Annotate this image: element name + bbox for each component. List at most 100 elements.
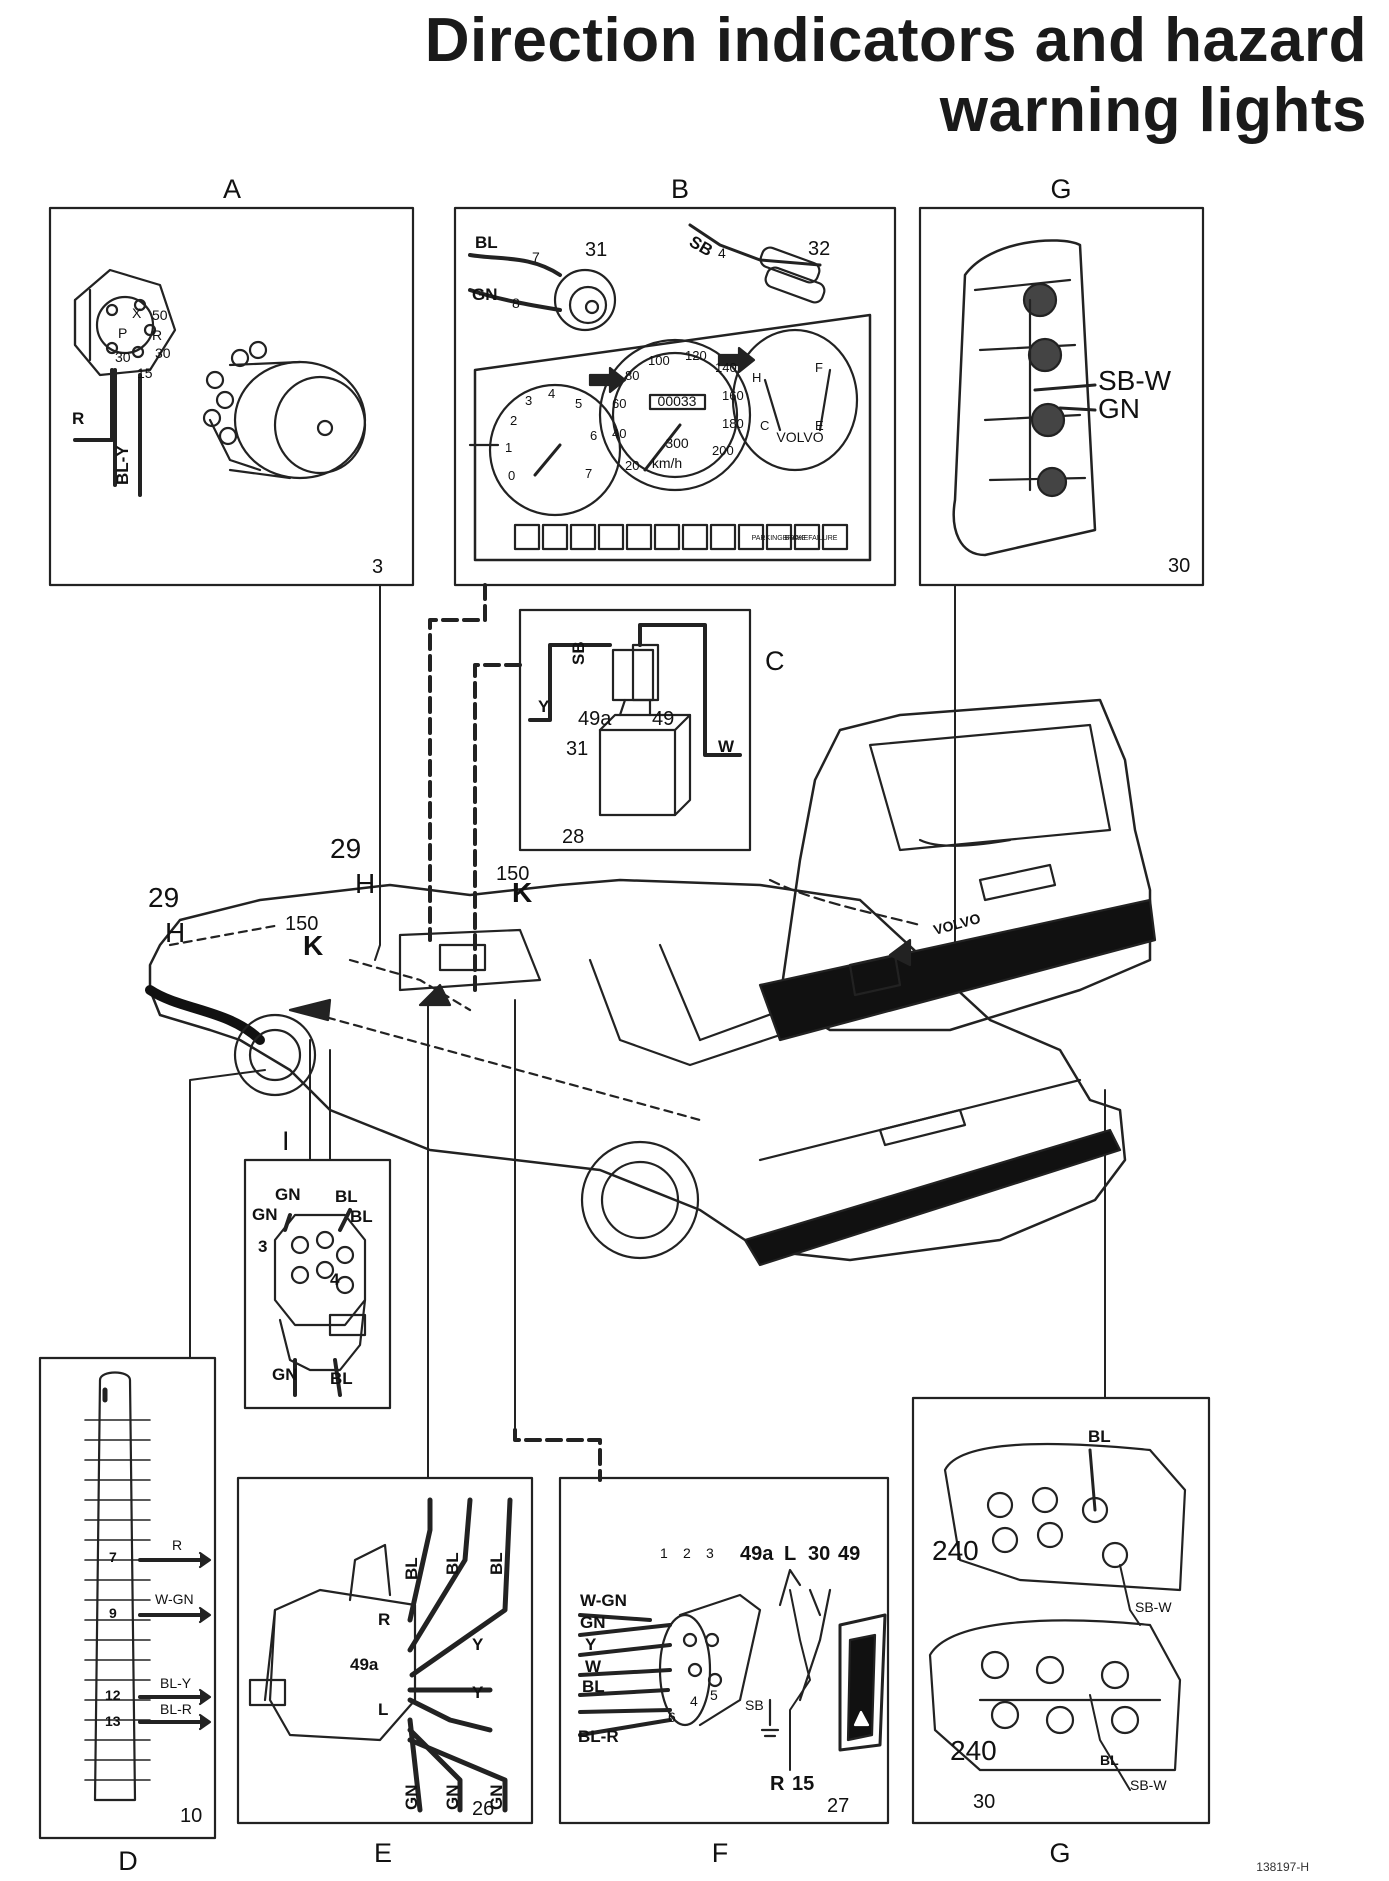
gauge-h: H (752, 370, 761, 385)
arrow-marker-icon (288, 998, 332, 1022)
terminal-7: 7 (532, 249, 540, 265)
panel-f-frame (558, 1476, 890, 1825)
cluster-brand: VOLVO (776, 429, 823, 445)
panel-letter-g-top: G (1050, 174, 1071, 204)
wire-label-gn: GN (272, 1365, 298, 1384)
callout-150: 150 (496, 863, 529, 885)
tail-lamp-240b-icon (928, 1619, 1182, 1791)
panel-number-d: 10 (180, 1805, 202, 1827)
speed-tick: 120 (685, 348, 707, 363)
terminal-30b: 30 (155, 345, 171, 361)
panel-number-g-bottom: 30 (973, 1791, 995, 1813)
connector-31-icon (468, 253, 617, 332)
wire-label-gn: GN (443, 1785, 462, 1811)
wagon-brand: VOLVO (932, 910, 983, 938)
terminal-49: 49 (838, 1543, 860, 1565)
terminal-30: 30 (115, 349, 131, 365)
wire-label-sb: SB (745, 1697, 764, 1713)
wire-label-sb: SB (569, 641, 588, 665)
terminal-30: 30 (808, 1543, 830, 1565)
fuse-12: 12 (105, 1687, 121, 1703)
wire-label-gn: GN (1098, 393, 1140, 424)
panel-g-bottom-frame (911, 1396, 1211, 1825)
wire-label-bl: BL (330, 1369, 353, 1388)
trip-meter: 300 (665, 435, 689, 451)
panel-b (453, 206, 897, 587)
panel-letter-e: E (374, 1838, 392, 1868)
wire-label-bl: BL (582, 1677, 605, 1696)
terminal-l: L (378, 1700, 388, 1719)
wire-label-gn: GN (402, 1785, 421, 1811)
wire-label-y: Y (472, 1683, 484, 1702)
switch-pos-p: P (118, 325, 127, 341)
pin-1: 1 (660, 1545, 668, 1561)
wire-label-gn: GN (487, 1785, 506, 1811)
callout-h-b: H (165, 917, 185, 948)
wire-label-bl: BL (402, 1557, 421, 1580)
panel-c (518, 608, 752, 852)
pin-4: 4 (330, 1270, 340, 1289)
panel-letter-i: I (282, 1126, 290, 1156)
terminal-r: R (770, 1773, 785, 1795)
panel-letter-d: D (118, 1846, 138, 1876)
panel-letter-c: C (765, 646, 785, 676)
panel-letter-a: A (223, 174, 241, 204)
flasher-relay-icon (528, 623, 742, 817)
gauge-f: F (815, 360, 823, 375)
wire-label-gn: GN (472, 285, 498, 304)
wire-label-bl-r: BL-R (578, 1727, 619, 1746)
wire-label-r: R (172, 1537, 182, 1553)
arrow-marker-icon (418, 983, 452, 1007)
terminal-15: 15 (792, 1773, 814, 1795)
panel-g-top-frame (918, 206, 1205, 587)
panel-number-a: 3 (372, 556, 383, 578)
pin-3: 3 (706, 1545, 714, 1561)
tach-tick: 2 (510, 413, 517, 428)
wire-label-w: W (718, 737, 735, 756)
plug-connector-icon (273, 1208, 367, 1397)
terminal-49a: 49a (740, 1543, 774, 1565)
figure-id: 138197-H (1256, 1860, 1309, 1874)
rear-light-cluster-icon (952, 239, 1097, 557)
wire-label-w-gn: W-GN (580, 1591, 627, 1610)
tach-tick: 5 (575, 396, 582, 411)
page-title-line-2: warning lights (939, 76, 1367, 145)
part-number-31: 31 (585, 239, 607, 261)
wire-label-bl: BL (1088, 1427, 1111, 1446)
panel-b-frame (453, 206, 897, 587)
terminal-49a: 49a (350, 1655, 379, 1674)
ignition-switch-icon (73, 268, 177, 497)
wire-label-bl: BL (350, 1207, 373, 1226)
wire-label-bl-r: BL-R (160, 1701, 192, 1717)
panel-letter-b: B (671, 174, 689, 204)
warning-parking-brake: PARKING BRAKE (752, 535, 809, 542)
tach-tick: 4 (548, 386, 555, 401)
panel-d-frame (38, 1356, 217, 1840)
panel-number-g-top: 30 (1168, 555, 1190, 577)
fuse-7: 7 (109, 1549, 117, 1565)
terminal-49a: 49a (578, 708, 612, 730)
switch-pos-x: X (132, 305, 142, 321)
model-label-240b: 240 (950, 1735, 997, 1766)
fuse-box-icon (84, 1371, 212, 1802)
panel-a (48, 206, 415, 587)
wire-label-bl: BL (335, 1187, 358, 1206)
car-illustration (145, 698, 1157, 1267)
page-title-line-1: Direction indicators and hazard (424, 6, 1367, 75)
fuse-13: 13 (105, 1713, 121, 1729)
wire-label-sb-w: SB-W (1135, 1599, 1172, 1615)
pin-5: 5 (710, 1687, 718, 1703)
terminal-4: 4 (718, 245, 726, 261)
panel-a-frame (48, 206, 415, 587)
wire-label-gn: GN (275, 1185, 301, 1204)
speed-tick: 60 (612, 396, 626, 411)
speed-tick: 200 (712, 443, 734, 458)
wire-label-y: Y (472, 1635, 484, 1654)
terminal-r: R (378, 1610, 390, 1629)
speed-tick: 160 (722, 388, 744, 403)
callout-k-b: K (303, 930, 323, 961)
callout-29b: 29 (148, 882, 179, 913)
wire-label-bl: BL (443, 1552, 462, 1575)
gauge-c: C (760, 418, 769, 433)
